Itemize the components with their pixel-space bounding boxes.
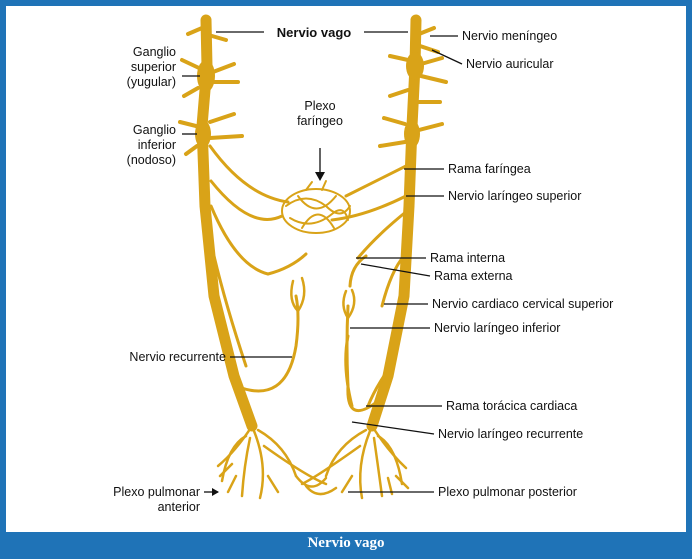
label-rama-faringea: Rama faríngea xyxy=(448,162,531,176)
label-ganglio-superior-3: (yugular) xyxy=(127,75,176,89)
label-plexo-pulmonar-anterior-1: Plexo pulmonar xyxy=(113,485,200,499)
label-plexo-pulmonar-posterior: Plexo pulmonar posterior xyxy=(438,485,577,499)
pharyngeal-plexus xyxy=(282,181,350,233)
label-nervio-meningeo: Nervio meníngeo xyxy=(462,29,557,43)
label-nervio-auricular: Nervio auricular xyxy=(466,57,554,71)
label-ganglio-inferior-2: inferior xyxy=(138,138,176,152)
pharyngeal-branches xyxy=(210,146,410,220)
larynx-loops xyxy=(291,278,354,318)
figure-caption: Nervio vago xyxy=(6,532,686,554)
label-ganglio-superior-2: superior xyxy=(131,60,176,74)
label-plexo-faringeo-1: Plexo xyxy=(304,99,335,113)
vagus-nerve-diagram: Nervio vago Nervio meníngeo Nervio auric… xyxy=(6,6,686,532)
leader-nervio-auricular xyxy=(432,50,462,64)
label-rama-interna: Rama interna xyxy=(430,251,505,265)
nerve-illustration xyxy=(180,20,446,498)
label-nervio-cardiaco-cervical-superior: Nervio cardiaco cervical superior xyxy=(432,297,613,311)
label-nervio-laringeo-recurrente: Nervio laríngeo recurrente xyxy=(438,427,583,441)
labels: Nervio vago Nervio meníngeo Nervio auric… xyxy=(113,25,613,514)
pulmonary-plexus xyxy=(218,426,408,498)
label-nervio-laringeo-inferior: Nervio laríngeo inferior xyxy=(434,321,560,335)
diagram-panel: Nervio vago Nervio meníngeo Nervio auric… xyxy=(6,6,686,532)
label-plexo-pulmonar-anterior-2: anterior xyxy=(158,500,200,514)
label-ganglio-superior-1: Ganglio xyxy=(133,45,176,59)
label-plexo-faringeo-2: faríngeo xyxy=(297,114,343,128)
label-nervio-recurrente: Nervio recurrente xyxy=(129,350,226,364)
label-nervio-laringeo-superior: Nervio laríngeo superior xyxy=(448,189,581,203)
arrowhead-plexo-pulmonar-anterior xyxy=(212,488,219,496)
recurrent-nerves xyxy=(236,296,378,411)
arrowhead-plexo-faringeo xyxy=(315,172,325,181)
label-rama-toracica-cardiaca: Rama torácica cardiaca xyxy=(446,399,577,413)
label-ganglio-inferior-1: Ganglio xyxy=(133,123,176,137)
label-nervio-vago: Nervio vago xyxy=(277,25,351,40)
label-ganglio-inferior-3: (nodoso) xyxy=(127,153,176,167)
left-inferior-ganglion xyxy=(195,120,211,148)
label-rama-externa: Rama externa xyxy=(434,269,513,283)
